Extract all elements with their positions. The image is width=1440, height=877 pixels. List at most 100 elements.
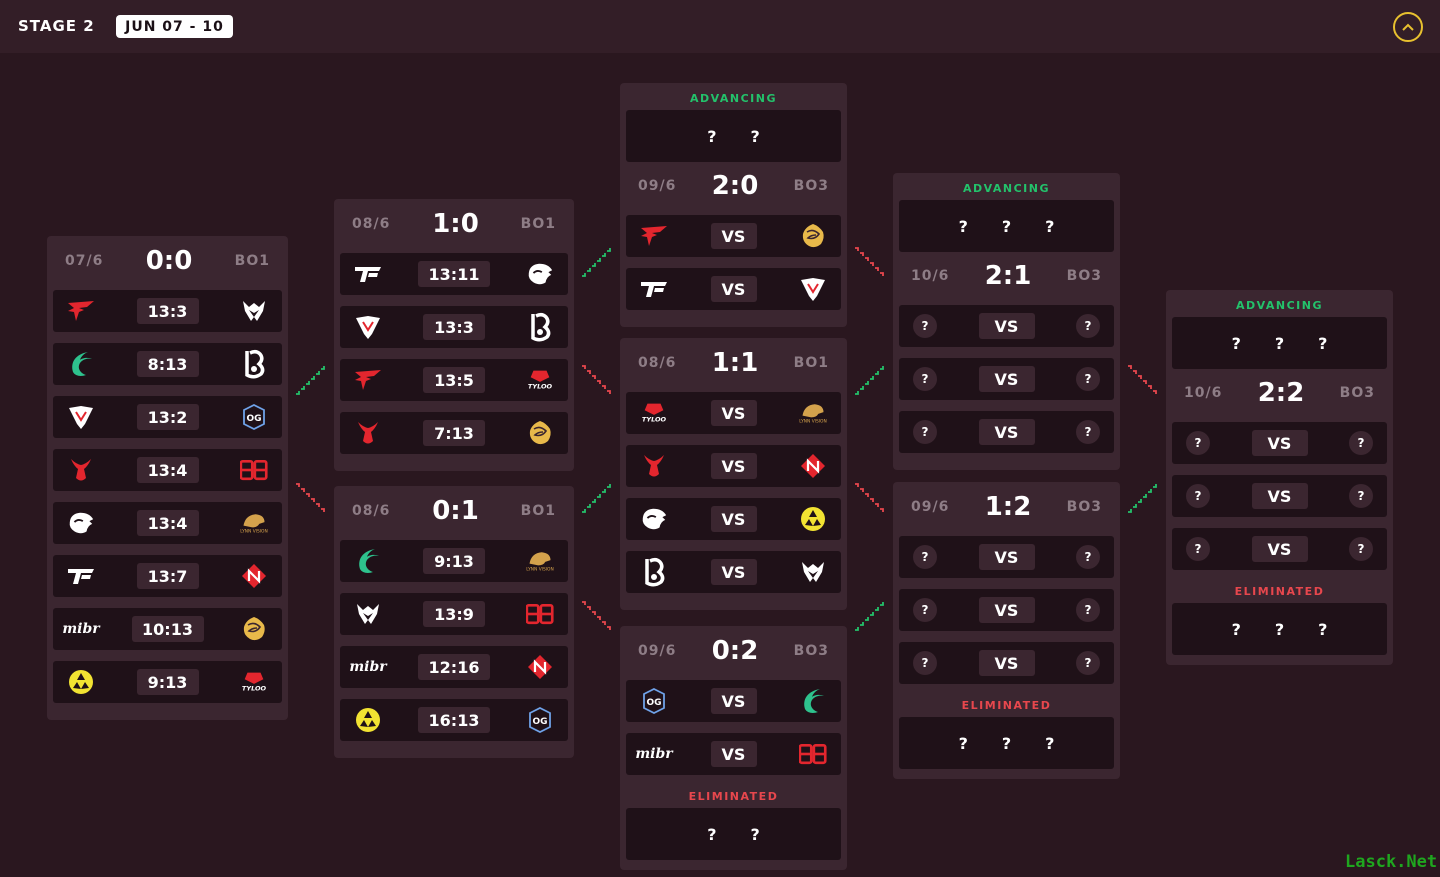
heroic-logo[interactable] — [354, 600, 382, 628]
match-row[interactable]: 16:13 OG — [340, 699, 568, 741]
wildcard-logo[interactable] — [526, 419, 554, 447]
team-unknown: ? — [913, 545, 937, 569]
tyloo-logo[interactable]: TYLOO — [526, 366, 554, 394]
svg-text:OG: OG — [646, 698, 661, 708]
lynn-vision-logo[interactable]: LYNN VISION — [526, 547, 554, 575]
match-row[interactable]: 13:11 — [340, 253, 568, 295]
match-format: BO3 — [1066, 268, 1102, 284]
mibr-logo[interactable]: mibr — [349, 659, 387, 675]
match-row[interactable]: ?VS? — [899, 536, 1114, 578]
match-row[interactable]: ?VS? — [899, 589, 1114, 631]
pain-logo[interactable] — [67, 562, 95, 590]
match-row[interactable]: ?VS? — [899, 642, 1114, 684]
match-vs: VS — [978, 650, 1035, 676]
match-row[interactable]: ?VS? — [899, 411, 1114, 453]
match-score: 7:13 — [423, 420, 485, 446]
match-score: 16:13 — [418, 707, 490, 733]
og-logo[interactable]: OG — [640, 687, 668, 715]
lynn-vision-logo[interactable]: LYNN VISION — [799, 399, 827, 427]
heroic-logo[interactable] — [240, 297, 268, 325]
team-unknown: ? — [913, 598, 937, 622]
match-score: 13:7 — [136, 563, 199, 589]
nip-logo[interactable] — [240, 562, 268, 590]
g2-logo[interactable] — [354, 419, 382, 447]
match-row[interactable]: VS — [626, 498, 841, 540]
team-unknown: ? — [1076, 314, 1100, 338]
virtus-pro-logo[interactable] — [354, 313, 382, 341]
faze-logo[interactable] — [354, 366, 382, 394]
match-date: 10/6 — [911, 268, 950, 284]
b8-logo[interactable] — [640, 557, 668, 587]
pain-logo[interactable] — [354, 260, 382, 288]
heroic-logo[interactable] — [799, 558, 827, 586]
furia-logo[interactable] — [640, 505, 668, 533]
furia-logo[interactable] — [67, 509, 95, 537]
match-row[interactable]: 13:3 — [53, 290, 282, 332]
aurora-logo[interactable] — [67, 668, 95, 696]
falcons-logo[interactable] — [799, 687, 827, 715]
match-row[interactable]: ?VS? — [1172, 422, 1387, 464]
match-row[interactable]: 13:3 — [340, 306, 568, 348]
pain-logo[interactable] — [640, 275, 668, 303]
match-score: 9:13 — [136, 669, 199, 695]
big-logo[interactable] — [240, 456, 268, 484]
falcons-logo[interactable] — [354, 547, 382, 575]
faze-logo[interactable] — [640, 222, 668, 250]
og-logo[interactable]: OG — [240, 403, 268, 431]
big-logo[interactable] — [799, 740, 827, 768]
match-row[interactable]: ?VS? — [1172, 475, 1387, 517]
match-row[interactable]: 9:13 TYLOO — [53, 661, 282, 703]
aurora-logo[interactable] — [799, 505, 827, 533]
match-row[interactable]: 13:4 — [53, 449, 282, 491]
furia-logo[interactable] — [526, 260, 554, 288]
match-row[interactable]: ?VS? — [1172, 528, 1387, 570]
match-row[interactable]: ?VS? — [899, 305, 1114, 347]
match-row[interactable]: 7:13 — [340, 412, 568, 454]
nip-logo[interactable] — [526, 653, 554, 681]
eliminated-label: ELIMINATED — [688, 790, 779, 803]
b8-logo[interactable] — [240, 349, 268, 379]
virtus-pro-logo[interactable] — [799, 275, 827, 303]
match-score: 8:13 — [136, 351, 199, 377]
mibr-logo[interactable]: mibr — [62, 621, 100, 637]
faze-logo[interactable] — [67, 297, 95, 325]
match-row[interactable]: 13:7 — [53, 555, 282, 597]
match-row[interactable]: VS — [626, 445, 841, 487]
match-row[interactable]: 8:13 — [53, 343, 282, 385]
wildcard-logo[interactable] — [799, 222, 827, 250]
lynn-vision-logo[interactable]: LYNN VISION — [240, 509, 268, 537]
stage-label: STAGE 2 — [18, 17, 95, 35]
og-logo[interactable]: OG — [526, 706, 554, 734]
match-row[interactable]: VS — [626, 268, 841, 310]
advance-arrow-icon — [853, 598, 889, 634]
match-row[interactable]: VS — [626, 215, 841, 257]
big-logo[interactable] — [526, 600, 554, 628]
tyloo-logo[interactable]: TYLOO — [640, 399, 668, 427]
match-row[interactable]: ?VS? — [899, 358, 1114, 400]
b8-logo[interactable] — [526, 312, 554, 342]
nip-logo[interactable] — [799, 452, 827, 480]
falcons-logo[interactable] — [67, 350, 95, 378]
g2-logo[interactable] — [640, 452, 668, 480]
g2-logo[interactable] — [67, 456, 95, 484]
aurora-logo[interactable] — [354, 706, 382, 734]
wildcard-logo[interactable] — [240, 615, 268, 643]
virtus-pro-logo[interactable] — [67, 403, 95, 431]
tyloo-logo[interactable]: TYLOO — [240, 668, 268, 696]
mibr-logo[interactable]: mibr — [635, 746, 673, 762]
match-row[interactable]: VS — [626, 551, 841, 593]
collapse-button[interactable] — [1393, 12, 1423, 42]
match-row[interactable]: 13:9 — [340, 593, 568, 635]
